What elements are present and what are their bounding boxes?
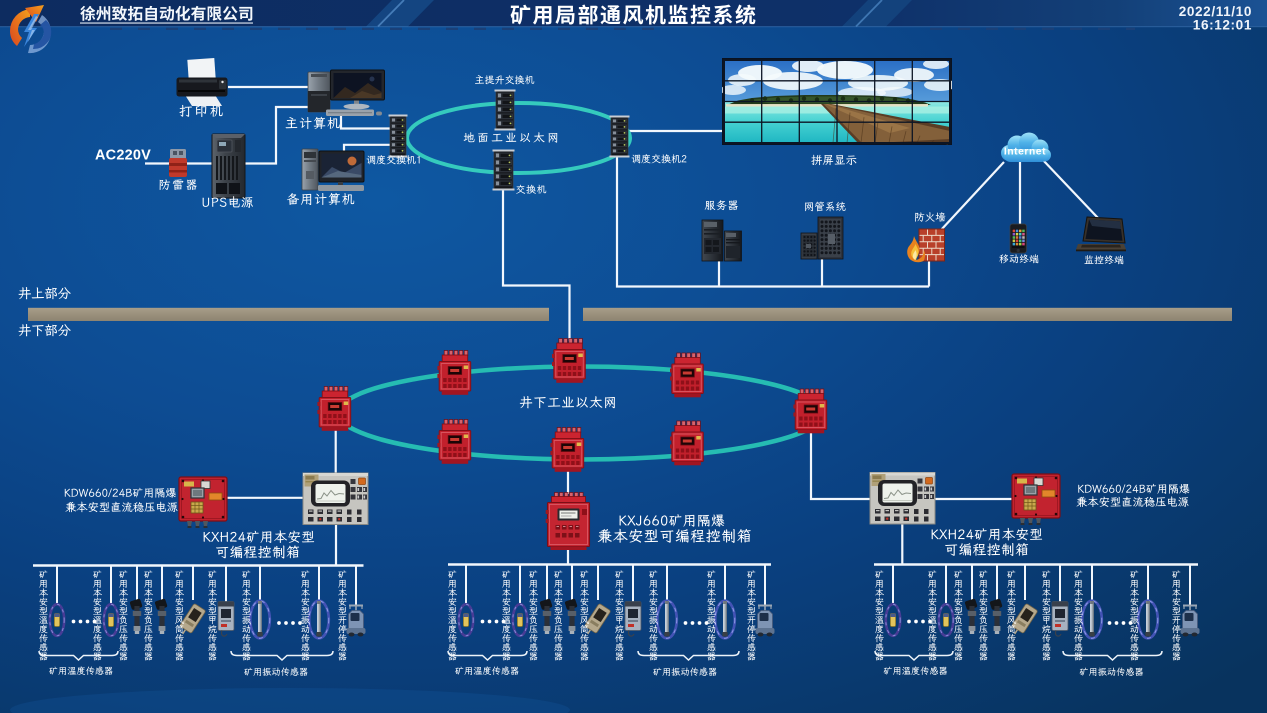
svg-text:16:12:01: 16:12:01	[1193, 18, 1252, 33]
svg-text:Internet: Internet	[1004, 147, 1046, 158]
svg-text:AC220V: AC220V	[95, 148, 151, 164]
svg-text:2022/11/10: 2022/11/10	[1179, 4, 1252, 19]
